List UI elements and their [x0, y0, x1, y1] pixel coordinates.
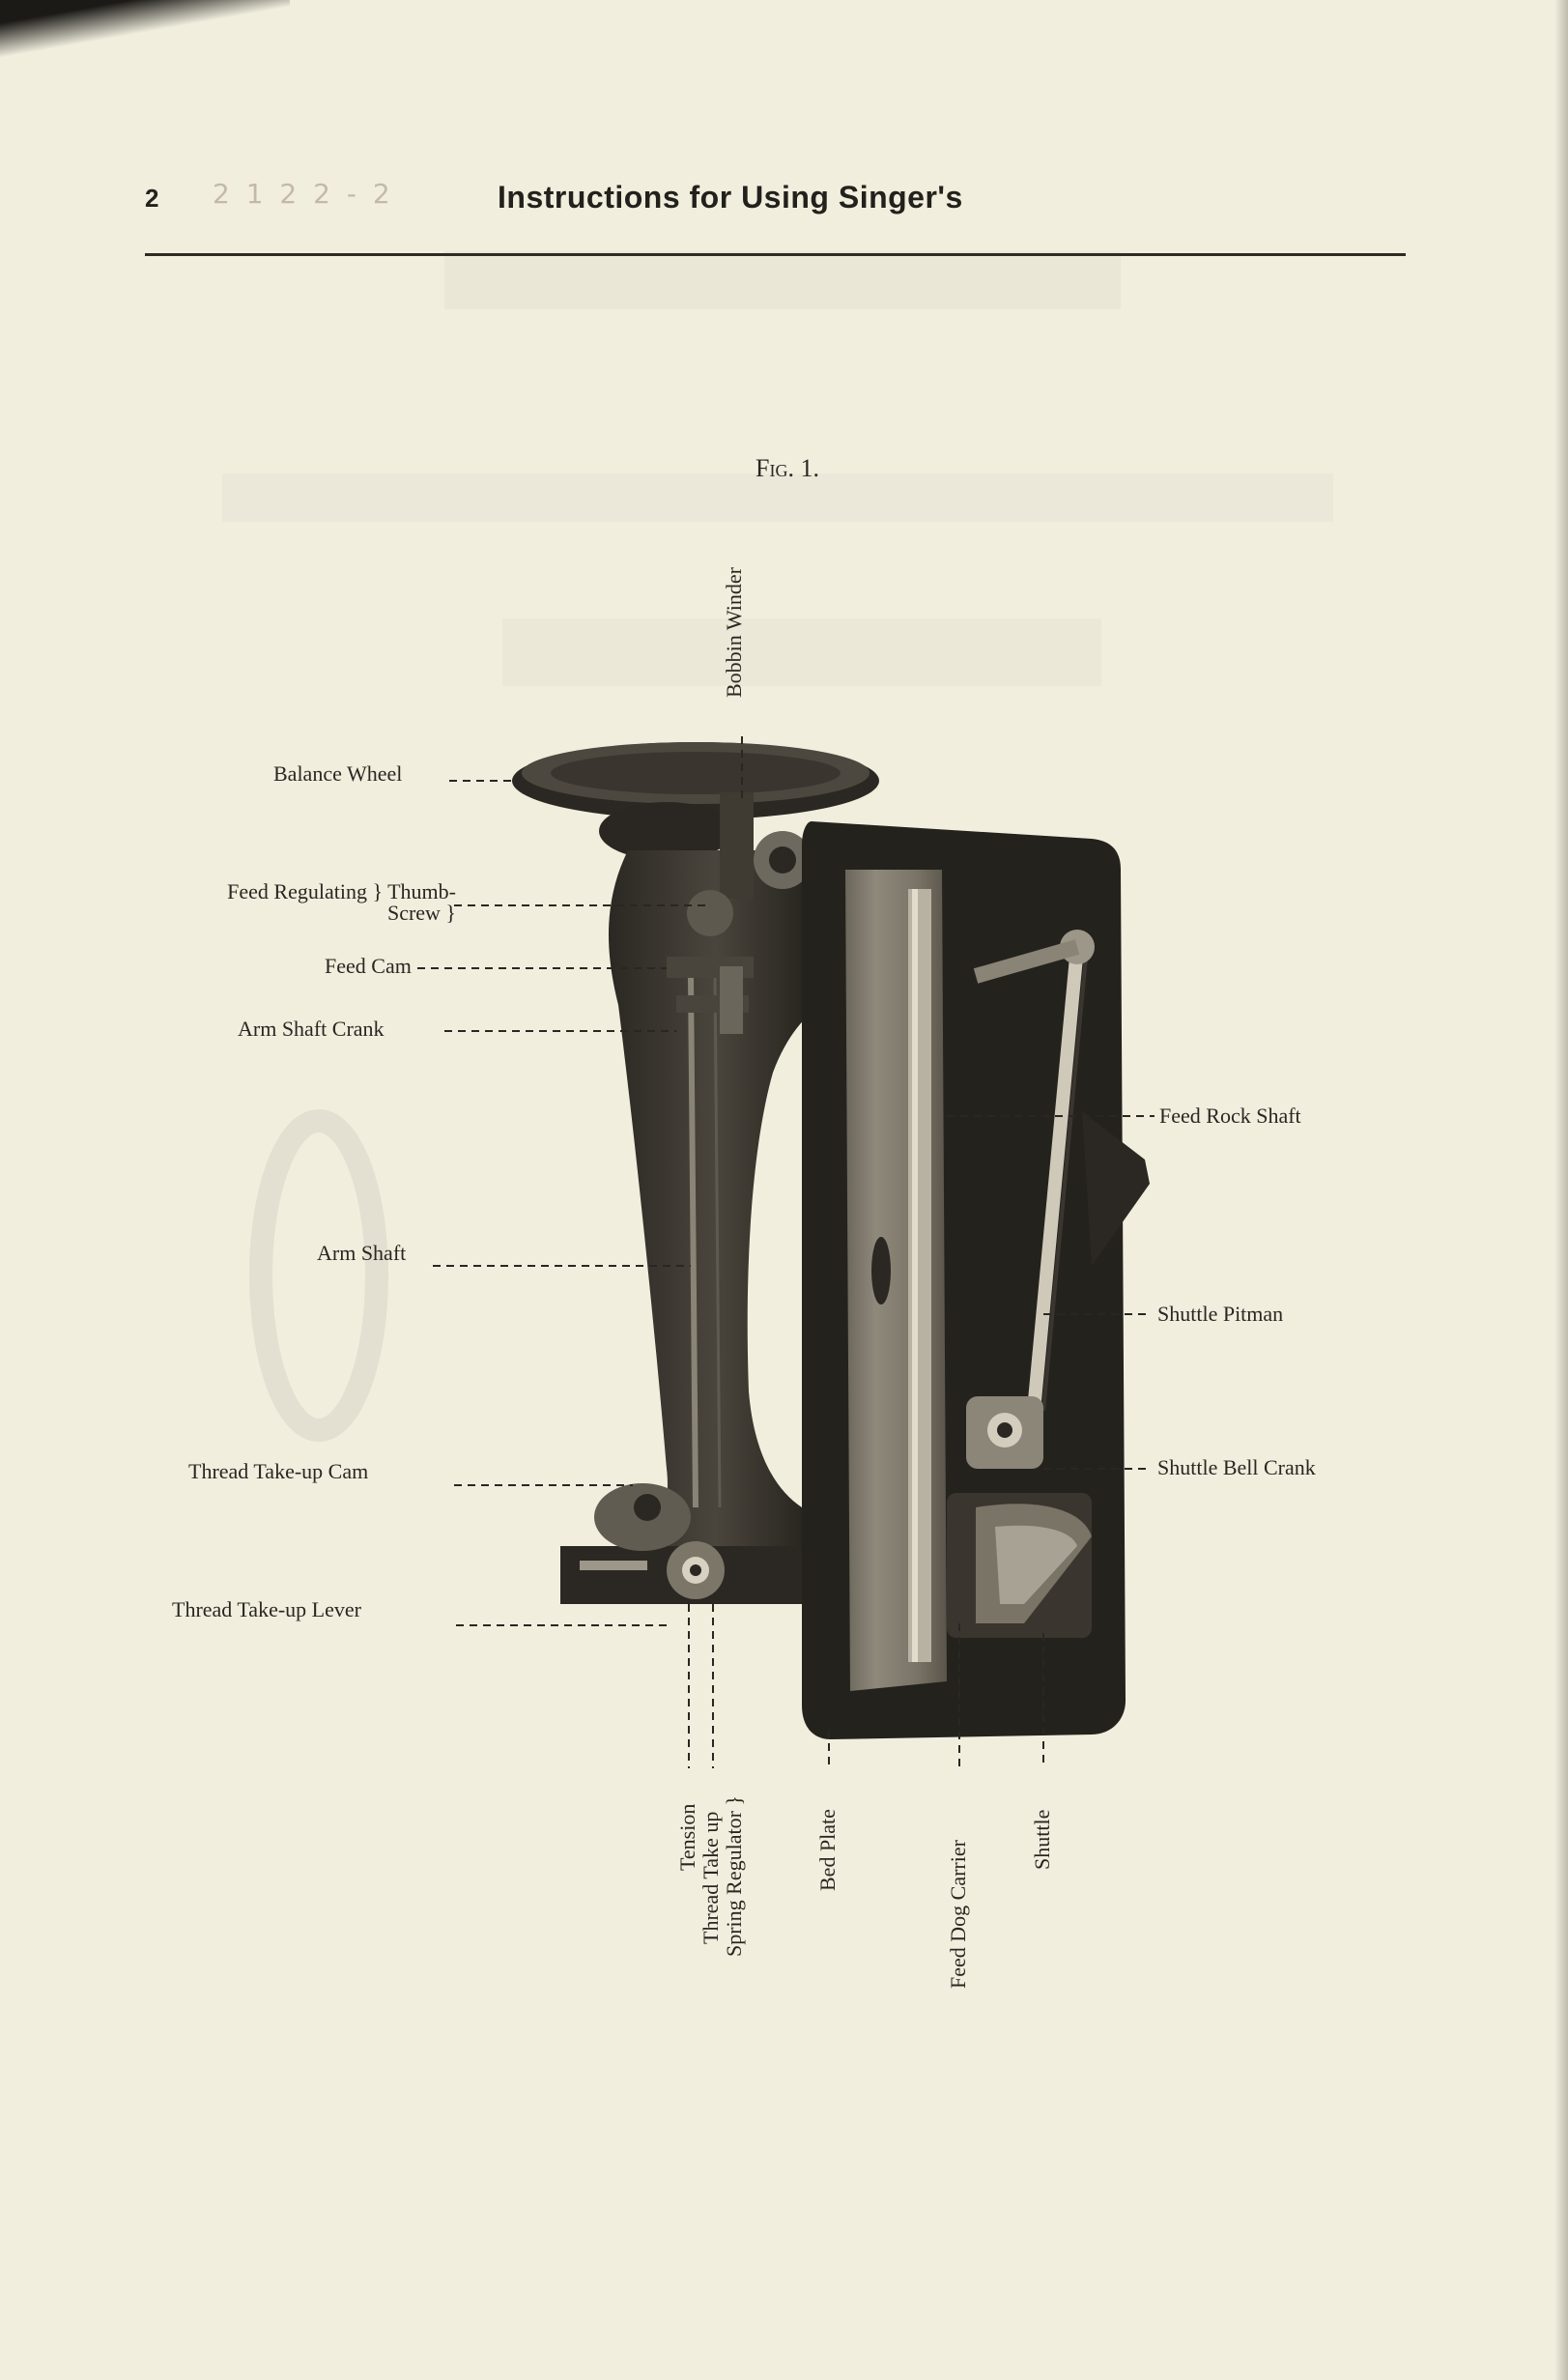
label-bobbin-winder: Bobbin Winder	[722, 567, 746, 698]
label-shuttle-pitman: Shuttle Pitman	[1157, 1302, 1284, 1326]
label-thread-take-up: Thread Take up	[698, 1811, 723, 1944]
feed-rock-shaft-part	[1082, 1111, 1150, 1266]
running-head: Instructions for Using Singer's	[498, 180, 963, 215]
page-corner-shadow	[0, 0, 290, 77]
shuttle-part	[947, 1493, 1092, 1638]
upper-mechanism-part	[667, 792, 812, 1034]
needle-bar-edge	[912, 889, 918, 1662]
label-tension: Tension	[675, 1803, 699, 1871]
ghost-wheel-bleed	[249, 1109, 388, 1442]
label-feed-dog-carrier: Feed Dog Carrier	[946, 1840, 970, 1989]
leader-lines	[417, 736, 1155, 1768]
label-spring-regulator: Spring Regulator }	[722, 1795, 746, 1957]
label-feed-regulating-text: Feed Regulating } Thumb-Screw }	[227, 879, 456, 925]
page-number: 2	[145, 184, 159, 213]
label-shuttle-bell-crank: Shuttle Bell Crank	[1157, 1455, 1316, 1479]
figure-caption-text: Fig. 1.	[755, 454, 819, 482]
shuttle-bell-crank-part	[966, 1396, 1043, 1469]
shuttle-pitman-part	[1027, 946, 1084, 1412]
pencil-note: 2 1 2 2 - 2	[213, 178, 394, 210]
needle-bar-part	[908, 889, 931, 1662]
label-balance-wheel: Balance Wheel	[273, 761, 403, 786]
label-arm-shaft-crank: Arm Shaft Crank	[238, 1017, 385, 1041]
page-edge-shadow	[1554, 0, 1568, 2380]
label-shuttle: Shuttle	[1030, 1809, 1054, 1870]
label-bed-plate: Bed Plate	[815, 1809, 840, 1891]
bleed-through-block-2	[222, 473, 1333, 522]
bed-plate-slot	[871, 1237, 891, 1305]
label-thread-take-up-cam: Thread Take-up Cam	[188, 1459, 369, 1483]
pitman-arm	[973, 939, 1080, 984]
label-arm-shaft: Arm Shaft	[317, 1241, 407, 1265]
bleed-through-block-1	[444, 251, 1121, 309]
label-feed-cam: Feed Cam	[325, 954, 412, 978]
balance-wheel-part	[512, 742, 879, 860]
base-mechanism-part	[560, 1483, 802, 1604]
shuttle-pitman-shadow	[1041, 946, 1089, 1412]
label-thread-take-up-lever: Thread Take-up Lever	[172, 1597, 361, 1621]
header-rule	[145, 253, 1406, 256]
label-feed-rock-shaft: Feed Rock Shaft	[1159, 1104, 1301, 1128]
bed-plate-part	[845, 870, 947, 1691]
figure-caption: Fig. 1.	[720, 454, 855, 483]
page-header: 2 2 1 2 2 - 2 Instructions for Using Sin…	[145, 178, 1401, 242]
label-feed-regulating: Feed Regulating } Thumb-Screw }	[224, 881, 456, 924]
bleed-through-block-3	[502, 618, 1101, 686]
arm-shaft-line-2	[713, 975, 722, 1508]
arm-shaft-line	[688, 975, 698, 1508]
